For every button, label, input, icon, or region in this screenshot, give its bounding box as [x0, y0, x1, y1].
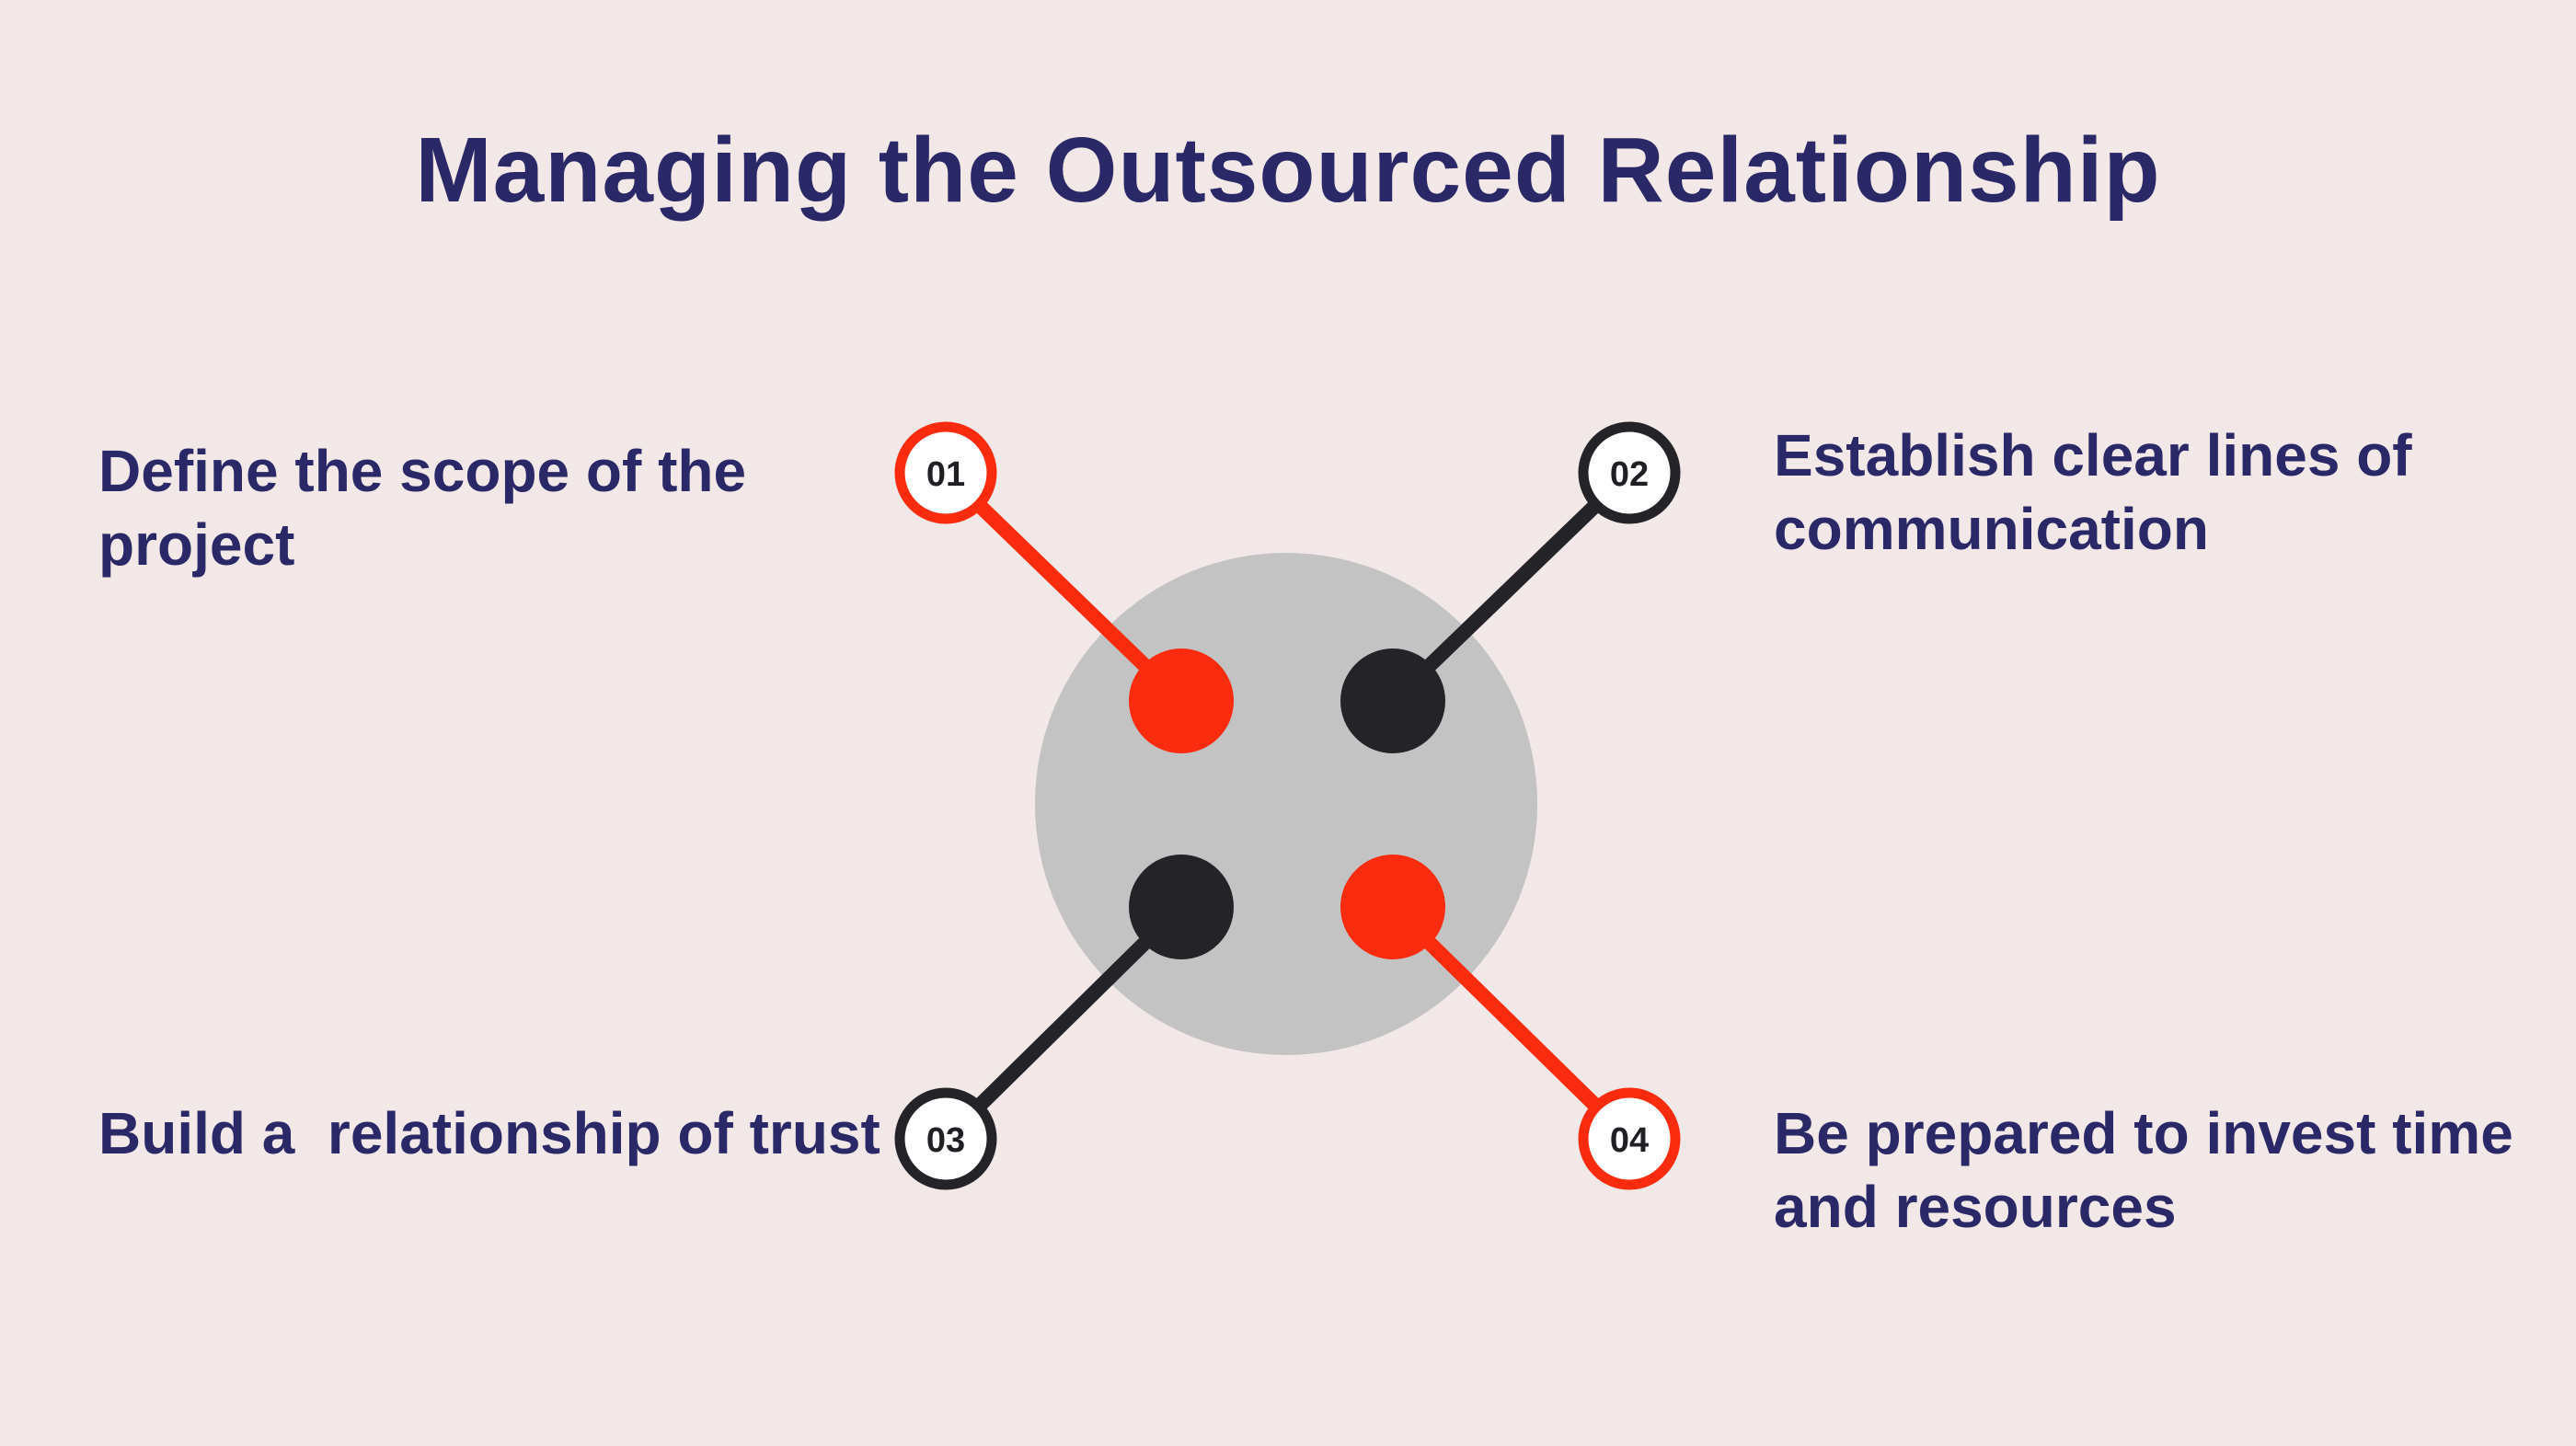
- step-3-badge: 03: [894, 1087, 997, 1190]
- step-4-number: 04: [1610, 1121, 1649, 1160]
- page-title: Managing the Outsourced Relationship: [415, 119, 2161, 222]
- step-1-connector: [938, 465, 1189, 708]
- step-1-text: Define the scope of the project: [98, 438, 763, 578]
- step-1-badge: 01: [894, 421, 997, 524]
- step-1-dot: [1129, 648, 1234, 753]
- step-2-number: 02: [1610, 455, 1649, 494]
- step-2-badge: 02: [1578, 421, 1681, 524]
- step-4-connector: [1386, 900, 1637, 1146]
- step-2-text: Establish clear lines of communication: [1774, 422, 2429, 562]
- step-3-text: Build a relationship of trust: [98, 1100, 880, 1166]
- step-3-number: 03: [926, 1121, 965, 1160]
- step-3-dot: [1129, 855, 1234, 959]
- step-4-badge: 04: [1578, 1087, 1681, 1190]
- step-4-text: Be prepared to invest time and resources: [1774, 1100, 2530, 1240]
- step-2-connector: [1386, 465, 1637, 708]
- step-2-dot: [1340, 648, 1445, 753]
- step-4-dot: [1340, 855, 1445, 959]
- step-3-connector: [938, 900, 1189, 1146]
- step-1-number: 01: [926, 455, 965, 494]
